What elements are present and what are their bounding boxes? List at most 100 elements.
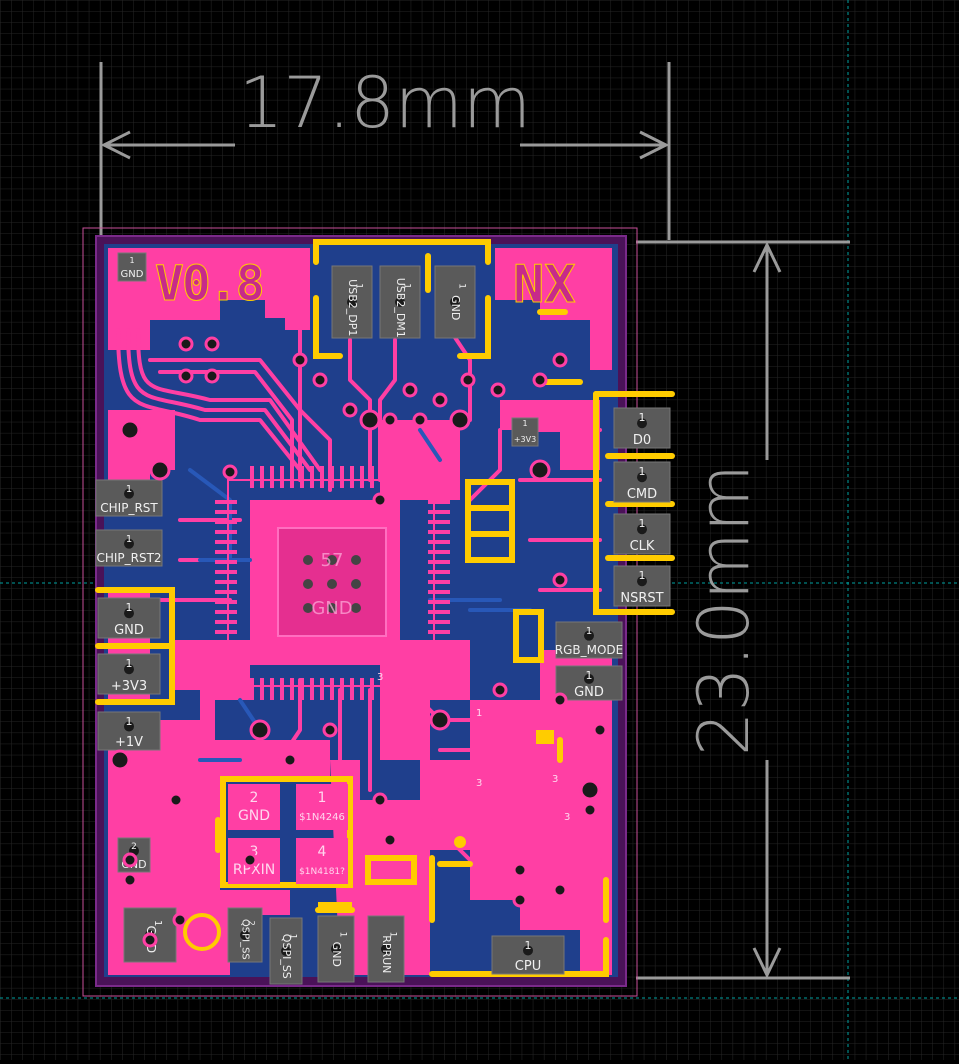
comp-num-1: 1: [476, 708, 482, 719]
pad-body: [511, 417, 539, 447]
pad-plus1v[interactable]: 1+1V: [97, 711, 161, 751]
height-dimension: [636, 240, 850, 980]
pad-hole: [347, 297, 357, 307]
via: [359, 409, 381, 431]
via: [372, 792, 388, 808]
comp-num-3c: 3: [564, 812, 570, 823]
comp-num-3d: 3: [377, 672, 383, 683]
via: [322, 722, 338, 738]
pad-label: GND: [121, 269, 144, 280]
pad-number: 1: [639, 411, 646, 424]
via: [312, 372, 328, 388]
pad-number: 1: [387, 932, 397, 938]
via: [429, 709, 451, 731]
via: [512, 892, 528, 908]
pad-number: 2: [131, 842, 137, 852]
pad-hole: [637, 472, 647, 483]
copper-traces: [116, 328, 602, 862]
pad-hole: [124, 488, 134, 499]
pad-label: GND: [114, 623, 144, 638]
pad-number: 1: [353, 283, 363, 289]
pad-number: 1: [126, 601, 133, 614]
pad-label: +1V: [115, 735, 143, 750]
pad-hole: [240, 930, 250, 940]
via: [249, 719, 271, 741]
pad-body: [555, 621, 623, 659]
component-numbers: 1 3 3 3 3: [377, 672, 570, 823]
via: [178, 336, 194, 352]
pad-number: 1: [287, 934, 297, 940]
crystal-pin2-num: 2: [250, 790, 259, 806]
via: [552, 692, 568, 708]
via: [552, 352, 568, 368]
pad-body: [117, 252, 147, 282]
via: [204, 336, 220, 352]
height-dimension-label: 23.0mm: [683, 464, 765, 756]
brand-label: NX: [513, 255, 576, 315]
pad-number: 1: [126, 657, 133, 670]
pad-hole: [637, 524, 647, 535]
pad-label: USB2_DP1: [346, 279, 359, 336]
pad-plus3v3-small[interactable]: 1+3V3: [511, 417, 539, 447]
via: [432, 392, 448, 408]
via: [292, 352, 308, 368]
main-ic[interactable]: 57 GND: [215, 466, 450, 700]
pad-number: 1: [152, 920, 163, 926]
pad-label: RPRUN: [380, 935, 393, 973]
via: [178, 368, 194, 384]
pad-label: CHIP_RST2: [96, 551, 161, 565]
via: [460, 372, 476, 388]
crystal-pin1-label: $1N4246: [299, 812, 345, 823]
pad-number: 1: [522, 419, 527, 428]
pad-hole: [124, 538, 134, 549]
via: [109, 749, 131, 771]
version-label: V0.8: [155, 256, 263, 312]
pad-plus3v3-left[interactable]: 1+3V3: [97, 653, 161, 695]
pad-hole: [584, 630, 594, 641]
via: [242, 852, 258, 868]
via: [204, 368, 220, 384]
crystal-pin4-num: 4: [318, 844, 327, 860]
width-dimension-label: 17.8mm: [239, 62, 531, 144]
via: [119, 419, 141, 441]
pad-body: [123, 907, 177, 963]
pad-hole: [281, 946, 291, 956]
pad-label: CPU: [515, 959, 541, 974]
ic-pad-number: 57: [321, 550, 344, 571]
via: [449, 409, 471, 431]
pad-number: 1: [129, 256, 134, 265]
pad-label: CMD: [627, 487, 657, 502]
pad-label: CHIP_RST: [100, 501, 158, 515]
pad-label: GND: [574, 685, 604, 700]
via: [168, 792, 184, 808]
pad-hole: [450, 297, 460, 307]
via: [512, 862, 528, 878]
silkscreen-outlines: [95, 239, 675, 977]
pad-number: 1: [639, 517, 646, 530]
pad-d0[interactable]: 1D0: [613, 407, 671, 449]
pad-hole: [637, 418, 647, 429]
pad-number: 1: [126, 534, 132, 545]
via: [142, 932, 158, 948]
crystal-pin4-label: $1N4181?: [299, 867, 345, 877]
